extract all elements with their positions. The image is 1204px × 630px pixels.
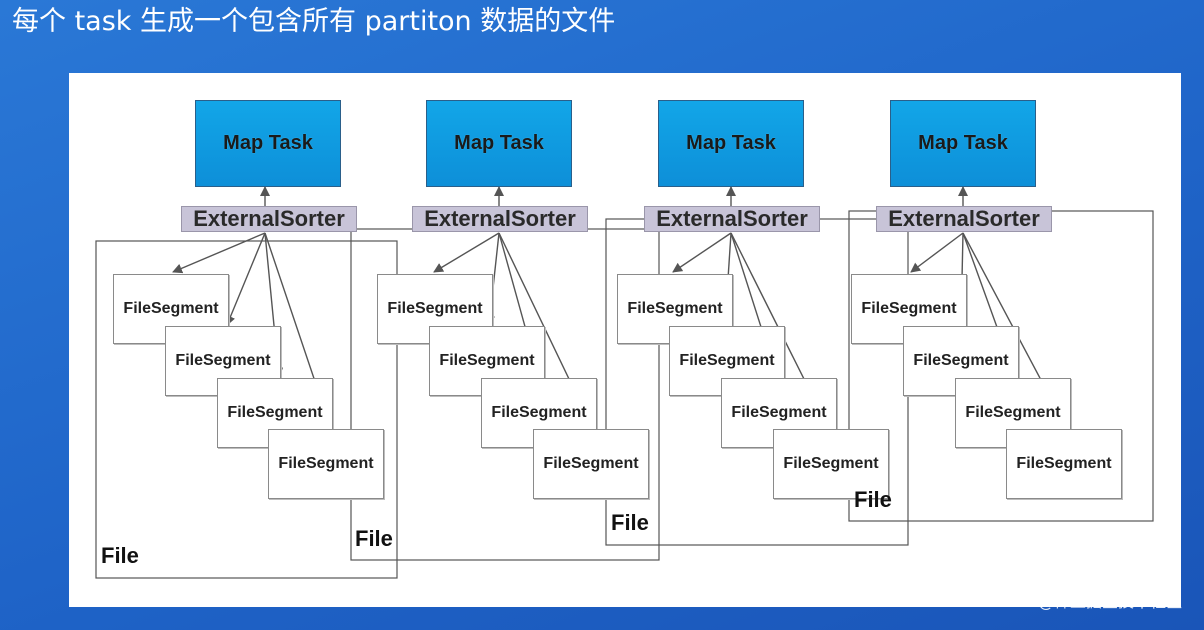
diagram-panel: Map Task Map Task Map Task Map Task Exte… <box>69 73 1181 607</box>
arrow-t4-s1 <box>910 232 964 273</box>
external-sorter-4: ExternalSorter <box>876 206 1052 232</box>
map-task-3: Map Task <box>658 100 804 187</box>
slide-title: 每个 task 生成一个包含所有 partiton 数据的文件 <box>12 6 616 37</box>
map-task-1: Map Task <box>195 100 341 187</box>
file-label-2: File <box>355 526 393 551</box>
arrow-t1-s2 <box>225 232 266 326</box>
file-segment: FileSegment <box>773 429 889 499</box>
arrow-t1-s1 <box>172 232 266 274</box>
external-sorter-1: ExternalSorter <box>181 206 357 232</box>
arrow-t3-s1 <box>672 232 732 273</box>
external-sorter-2: ExternalSorter <box>412 206 588 232</box>
watermark: @稀土掘金技术社区 <box>1037 592 1182 611</box>
external-sorter-3: ExternalSorter <box>644 206 820 232</box>
map-task-4: Map Task <box>890 100 1036 187</box>
file-segment: FileSegment <box>268 429 384 499</box>
file-label-1: File <box>101 543 139 568</box>
file-segment: FileSegment <box>533 429 649 499</box>
file-label-4: File <box>854 487 892 512</box>
arrow-t2-s1 <box>433 232 500 273</box>
file-label-3: File <box>611 510 649 535</box>
map-task-2: Map Task <box>426 100 572 187</box>
file-segment: FileSegment <box>1006 429 1122 499</box>
